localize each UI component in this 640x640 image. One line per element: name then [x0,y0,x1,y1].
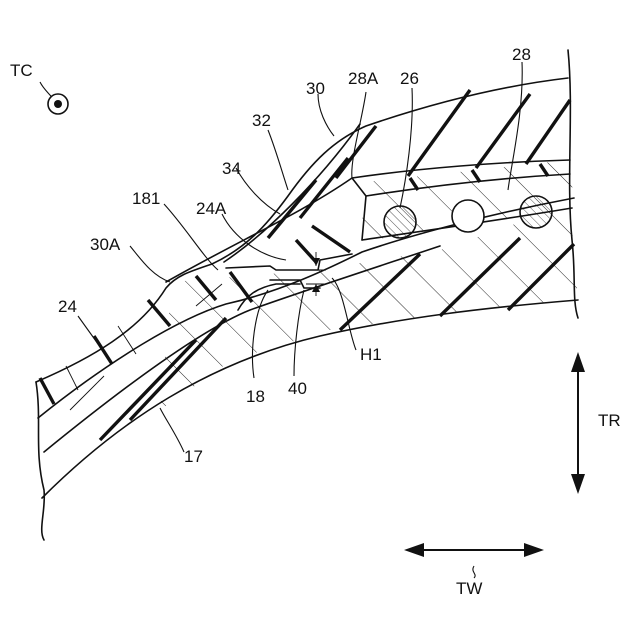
label-h1: H1 [360,345,382,364]
cord-circle [520,196,552,228]
ply-marks [40,90,574,440]
label-18: 18 [246,387,265,406]
tr-arrow [571,352,585,494]
cord-circle [384,206,416,238]
left-cut-edge [36,382,44,540]
label-181: 181 [132,189,160,208]
label-28a: 28A [348,69,379,88]
label-24a: 24A [196,199,227,218]
label-40: 40 [288,379,307,398]
label-tw: TW [456,579,482,598]
tc-center-symbol [48,94,68,114]
label-tc: TC [10,61,33,80]
cord-circle [452,200,484,232]
label-34: 34 [222,159,241,178]
label-32: 32 [252,111,271,130]
label-24: 24 [58,297,77,316]
label-tr: TR [598,411,621,430]
label-26: 26 [400,69,419,88]
tw-arrow [404,543,544,557]
label-30a: 30A [90,235,121,254]
label-28: 28 [512,45,531,64]
label-30: 30 [306,79,325,98]
label-17: 17 [184,447,203,466]
